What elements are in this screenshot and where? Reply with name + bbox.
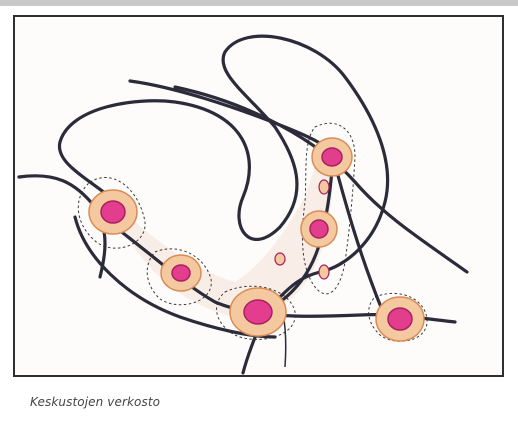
center-west [89,190,137,234]
center-mid-corridor [301,211,337,247]
line-west-arc [19,176,105,277]
minor-node-lower [319,265,329,279]
corridor-glow [110,142,332,317]
minor-node-west [275,253,285,265]
center-north-corridor [312,138,352,176]
center-south [230,288,286,336]
line-east-spur [333,157,385,317]
top-band [0,0,518,6]
network-diagram-frame [13,15,504,377]
figure-caption: Keskustojen verkosto [30,395,160,409]
center-middle [161,255,201,291]
line-northwest [130,81,333,157]
center-east [376,297,424,341]
network-diagram [15,17,502,375]
minor-node-upper [319,180,329,194]
